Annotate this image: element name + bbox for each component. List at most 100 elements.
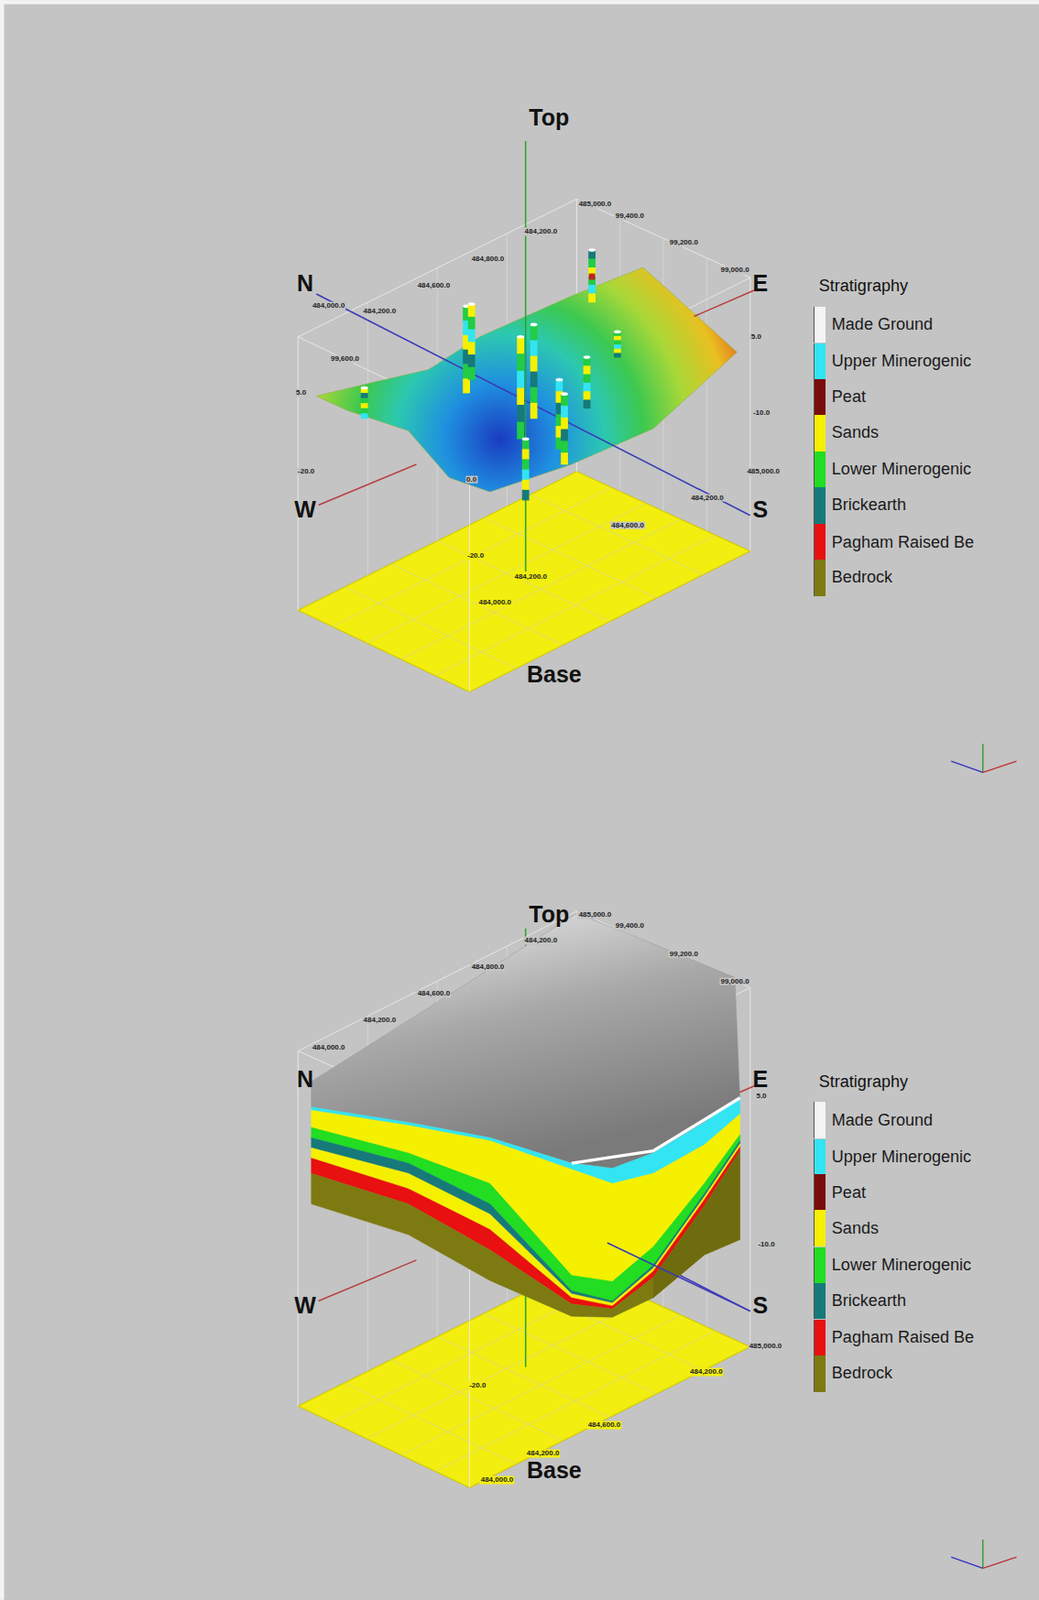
modelled-surface — [316, 267, 737, 493]
coordinate-tick: 484,200.0 — [513, 573, 548, 582]
coordinate-tick: 99,400.0 — [614, 212, 646, 221]
layer-boundary — [571, 1098, 741, 1164]
borehole — [360, 393, 369, 399]
coordinate-tick: 99,000.0 — [719, 266, 750, 275]
coordinate-tick: 484,600.0 — [416, 990, 452, 999]
borehole — [530, 371, 538, 388]
borehole — [613, 349, 622, 354]
borehole — [560, 452, 569, 465]
legend-swatch — [813, 1356, 826, 1393]
coordinate-tick: 484,800.0 — [470, 255, 506, 264]
west-east-axis — [318, 1260, 417, 1302]
borehole-cap — [560, 392, 569, 396]
borehole — [360, 403, 369, 409]
coordinate-tick: 5.0 — [750, 332, 763, 341]
legend-swatch — [813, 1247, 826, 1285]
borehole-cap — [522, 437, 530, 441]
plane-grid — [530, 494, 704, 575]
borehole-cap — [468, 302, 476, 307]
legend-label: Lower Minerogenic — [831, 459, 972, 480]
coordinate-tick: 484,200.0 — [525, 1450, 561, 1459]
borehole-cap — [613, 329, 622, 334]
axis-triad-line — [951, 761, 984, 773]
borehole — [530, 403, 538, 419]
vertical-axis — [524, 141, 527, 572]
box-edge — [749, 987, 751, 1347]
coordinate-tick: -20.0 — [296, 467, 316, 476]
legend-swatch — [813, 451, 826, 489]
borehole-cap — [588, 248, 596, 252]
coordinate-tick: 484,200.0 — [524, 227, 559, 236]
coordinate-tick: 484,000.0 — [480, 1476, 515, 1486]
legend-label: Brickearth — [831, 495, 907, 515]
borehole — [588, 284, 596, 295]
legend-swatch — [813, 559, 826, 597]
coordinate-tick: -10.0 — [756, 1241, 776, 1250]
axis-label: N — [296, 271, 314, 297]
borehole — [516, 371, 525, 389]
coordinate-tick: 5.0 — [754, 1093, 767, 1102]
borehole — [560, 417, 569, 430]
coordinate-tick: 484,000.0 — [311, 1044, 347, 1053]
borehole-cap — [530, 323, 538, 328]
borehole — [468, 329, 476, 343]
borehole — [613, 339, 622, 345]
borehole — [613, 344, 622, 350]
borehole — [516, 387, 525, 405]
plane-grid — [401, 519, 681, 660]
coordinate-tick: 484,200.0 — [689, 1368, 724, 1378]
borehole — [468, 367, 476, 381]
frame-edge — [0, 0, 4, 1600]
legend-label: Bedrock — [831, 1364, 893, 1384]
borehole-cap — [516, 335, 525, 340]
axis-label: E — [753, 1067, 769, 1094]
borehole — [530, 387, 538, 404]
bounding-box — [297, 911, 750, 1488]
box-grid — [367, 302, 369, 576]
plane-grid — [366, 503, 646, 644]
legend-label: Pagham Raised Be — [831, 532, 974, 552]
legend-swatch — [813, 1139, 826, 1177]
borehole — [522, 480, 530, 491]
legend-label: Peat — [831, 387, 866, 407]
legend-label: Upper Minerogenic — [831, 351, 972, 372]
legend-label: Upper Minerogenic — [831, 1148, 972, 1168]
borehole — [522, 448, 530, 460]
axis-triad-line — [982, 1540, 984, 1569]
surface-panel — [297, 141, 757, 693]
axis-label: Base — [526, 1459, 582, 1486]
bounding-box — [297, 198, 750, 692]
legend-label: Made Ground — [831, 1111, 933, 1131]
borehole-cap — [360, 386, 369, 391]
legend-swatch — [813, 415, 826, 452]
coordinate-tick: 484,600.0 — [587, 1421, 623, 1431]
box-edge — [297, 1051, 299, 1408]
plane-grid — [344, 587, 517, 669]
borehole — [613, 352, 622, 358]
borehole — [583, 399, 591, 409]
plane-grid — [332, 487, 613, 627]
plane-grid — [437, 541, 610, 623]
borehole-marker — [589, 273, 596, 281]
axis-label: S — [753, 497, 769, 524]
legend-label: Brickearth — [831, 1291, 907, 1312]
coordinate-tick: 484,600.0 — [610, 521, 646, 530]
coordinate-tick: 484,800.0 — [470, 963, 506, 973]
axis-triad-line — [983, 761, 1018, 773]
axis-label: Base — [526, 663, 582, 690]
coordinate-tick: 484,200.0 — [689, 493, 725, 503]
legend-label: Sands — [831, 1219, 879, 1239]
legend-swatch — [813, 1210, 826, 1247]
west-east-axis — [693, 288, 757, 317]
legend-swatch — [813, 1174, 826, 1212]
plane-grid — [435, 1331, 716, 1472]
borehole — [588, 293, 596, 303]
borehole — [360, 398, 369, 405]
coordinate-tick: 484,000.0 — [311, 302, 347, 311]
plane-grid — [437, 1336, 610, 1418]
legend-swatch — [813, 524, 826, 561]
borehole-cap — [556, 378, 564, 383]
axis-triad-line — [982, 743, 984, 773]
